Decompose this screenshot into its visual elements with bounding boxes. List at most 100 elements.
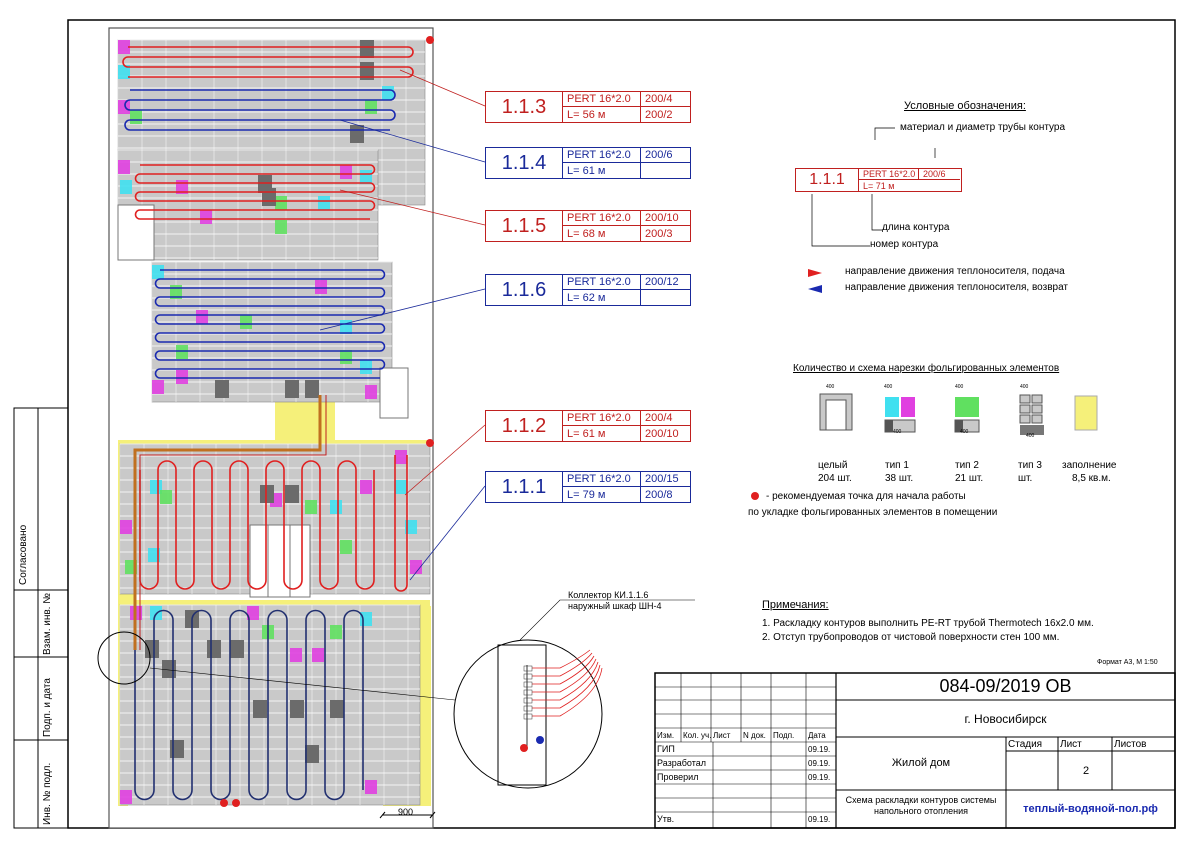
tb-sheet-name-1: Схема раскладки контуров системы	[845, 795, 997, 805]
cut-element	[360, 360, 372, 374]
cut-element	[275, 196, 287, 210]
element-dimension: 400	[893, 429, 902, 435]
circuit-length: L= 61 м	[562, 163, 640, 178]
fill-zone	[275, 398, 335, 443]
start-point	[220, 799, 228, 807]
circuit-step-bottom: 200/2	[640, 107, 690, 122]
fill-zone	[120, 600, 430, 608]
stamp-agreed: Согласовано	[18, 524, 29, 585]
title-block-lines	[654, 672, 1176, 829]
tb-role: Разработал	[657, 758, 706, 768]
cut-element	[247, 606, 259, 620]
legend-sample-length: L= 71 м	[858, 180, 918, 191]
cut-element	[360, 480, 372, 494]
dimension-900: 900	[398, 807, 414, 817]
cut-element	[152, 380, 164, 394]
tb-sheet-name-2: напольного отопления	[874, 806, 968, 816]
circuit-length: L= 61 м	[562, 426, 640, 441]
element-type2-dark	[955, 420, 963, 432]
element-dimension: 400	[1020, 384, 1029, 390]
cut-element	[118, 100, 130, 114]
dark-element	[285, 380, 299, 398]
element-count: 21 шт.	[955, 473, 984, 484]
legend-leader	[874, 127, 895, 140]
tb-date	[806, 784, 836, 812]
dark-element	[170, 740, 184, 758]
cut-element	[410, 560, 422, 574]
legend-graphics	[751, 127, 1098, 500]
tb-col-header: N док.	[743, 730, 766, 740]
element-dimension: 400	[826, 384, 835, 390]
collector-valve	[523, 689, 533, 696]
dark-element	[207, 640, 221, 658]
cut-element	[340, 540, 352, 554]
collector-valve	[523, 697, 533, 704]
cut-element	[382, 86, 394, 100]
notes-title: Примечания:	[762, 599, 829, 611]
side-stamp-frame	[13, 407, 69, 829]
element-type1-dark	[885, 420, 893, 432]
leader-1-1-6	[319, 288, 486, 331]
element-type1-b	[901, 397, 915, 417]
stamp-sign-date: Подп. и дата	[42, 678, 53, 737]
leader-1-1-4	[339, 119, 486, 163]
tb-date: 09.19.	[808, 814, 831, 824]
dark-element	[330, 700, 344, 718]
collector-line2: наружный шкаф ШН-4	[568, 601, 662, 611]
element-type3-cell	[1019, 394, 1031, 404]
tb-role	[655, 784, 713, 812]
circuit-id: 1.1.1	[501, 475, 547, 498]
legend-leader	[871, 194, 882, 231]
start-point	[426, 36, 434, 44]
white-nook	[379, 367, 409, 419]
dark-element	[215, 380, 229, 398]
circuit-pipe: PERT 16*2.0	[562, 148, 640, 163]
pipe-circuit-1-1-3	[122, 46, 414, 78]
element-name: тип 2	[955, 460, 979, 471]
cut-element	[365, 385, 377, 399]
cut-element	[120, 180, 132, 194]
circuit-pipe: PERT 16*2.0	[562, 92, 640, 107]
tb-col-header: Лист	[713, 730, 731, 740]
start-point-line1: - рекомендуемая точка для начала работы	[766, 491, 966, 502]
legend-title: Условные обозначения:	[904, 100, 1026, 112]
collector-callout-line	[149, 667, 456, 701]
element-type3-cell	[1031, 394, 1043, 404]
cut-element	[318, 196, 330, 210]
circuit-step-top: 200/4	[640, 411, 690, 426]
tb-watermark: теплый-водяной-пол.рф	[1023, 803, 1158, 815]
tb-role: Утв.	[657, 814, 675, 824]
leader-1-1-3	[399, 69, 486, 107]
element-fill	[1074, 395, 1098, 431]
cut-element	[120, 520, 132, 534]
element-dimension: 400	[1026, 433, 1035, 439]
cut-element	[405, 520, 417, 534]
dark-element	[162, 660, 176, 678]
dark-element	[262, 188, 276, 206]
legend-sample-step: 200/6	[918, 169, 960, 180]
dark-element	[360, 40, 374, 58]
element-dimension: 400	[884, 384, 893, 390]
collector-valve	[523, 673, 533, 680]
circuit-id: 1.1.5	[501, 214, 547, 237]
tb-col-header: Изм.	[657, 730, 675, 740]
collector-outlet	[532, 664, 601, 709]
collector-leader	[519, 599, 695, 641]
leader-1-1-5	[339, 189, 486, 226]
cut-element	[330, 500, 342, 514]
circuit-step-bottom	[640, 163, 690, 178]
cut-element	[130, 110, 142, 124]
legend-return-label: направление движения теплоносителя, возв…	[845, 282, 1068, 293]
leader-1-1-1	[409, 485, 486, 581]
start-point-marker	[751, 492, 759, 500]
cut-element	[150, 480, 162, 494]
supply-arrow	[808, 269, 822, 277]
pipe-circuit-1-1-5	[134, 164, 376, 220]
element-name: заполнение	[1062, 460, 1117, 471]
cut-element	[196, 310, 208, 324]
